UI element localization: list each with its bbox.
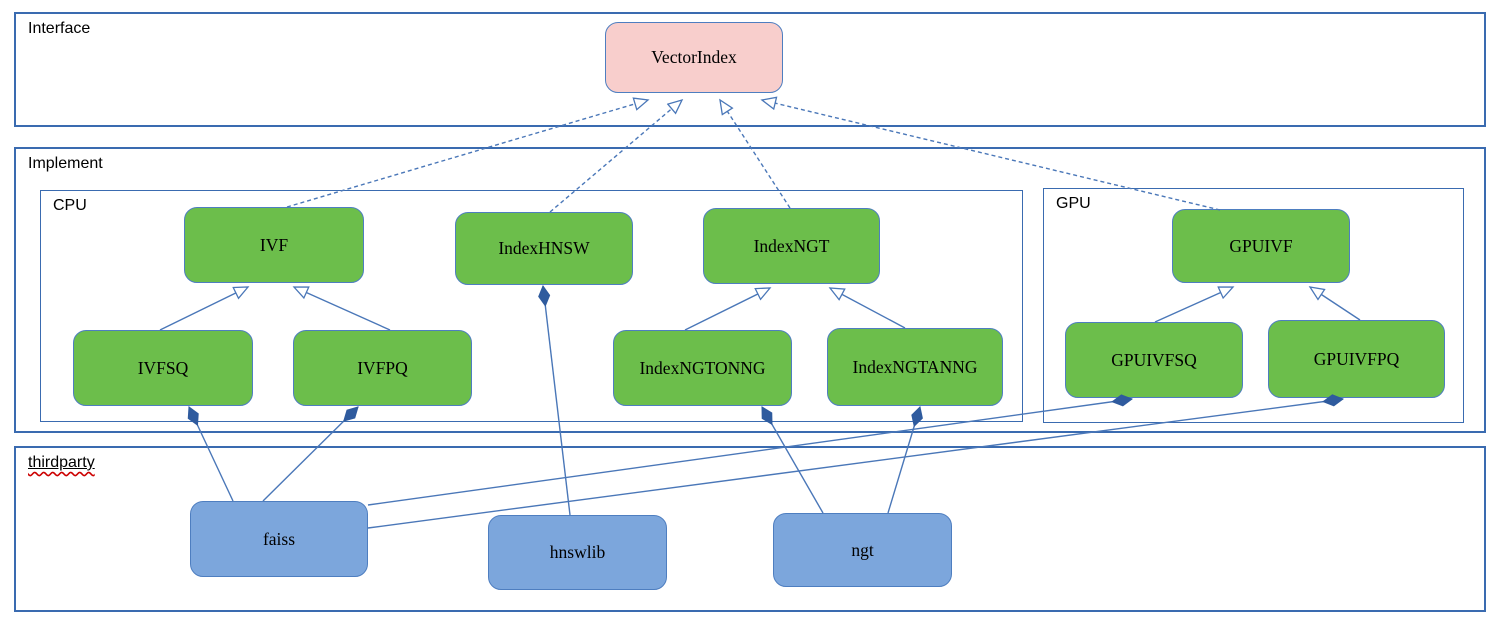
node-hnswlib[interactable]: hnswlib	[488, 515, 667, 590]
node-indexhnsw-label: IndexHNSW	[498, 238, 590, 258]
node-faiss-label: faiss	[262, 528, 296, 549]
node-ivf-label: IVF	[259, 234, 289, 255]
node-hnswlib-label: hnswlib	[549, 542, 606, 562]
node-ivfsq[interactable]: IVFSQ	[73, 330, 253, 406]
node-faiss[interactable]: faiss	[190, 501, 368, 577]
node-ivfsq-label: IVFSQ	[137, 357, 189, 378]
node-vectorindex[interactable]: VectorIndex	[605, 22, 783, 93]
node-indexngtonng[interactable]: IndexNGTONNG	[613, 330, 792, 406]
node-gpuivf-label: GPUIVF	[1229, 235, 1293, 256]
node-gpuivfsq[interactable]: GPUIVFSQ	[1065, 322, 1243, 398]
node-gpuivfpq[interactable]: GPUIVFPQ	[1268, 320, 1445, 398]
node-indexngt[interactable]: IndexNGT	[703, 208, 880, 284]
container-thirdparty-label-text: thirdparty	[28, 454, 95, 471]
node-indexngtanng[interactable]: IndexNGTANNG	[827, 328, 1003, 406]
container-interface-label: Interface	[28, 20, 91, 37]
node-ngt[interactable]: ngt	[773, 513, 952, 587]
node-indexhnsw[interactable]: IndexHNSW	[455, 212, 633, 285]
node-gpuivfsq-label: GPUIVFSQ	[1111, 349, 1197, 370]
node-gpuivfpq-label: GPUIVFPQ	[1313, 348, 1400, 369]
container-gpu-label: GPU	[1056, 195, 1091, 212]
node-gpuivf[interactable]: GPUIVF	[1172, 209, 1350, 283]
node-ivfpq[interactable]: IVFPQ	[293, 330, 472, 406]
container-cpu-label: CPU	[53, 197, 87, 214]
node-ngt-label: ngt	[851, 539, 874, 560]
node-ivf[interactable]: IVF	[184, 207, 364, 283]
container-thirdparty-label: thirdparty	[28, 454, 95, 472]
container-implement-label: Implement	[28, 155, 103, 172]
node-indexngtonng-label: IndexNGTONNG	[639, 357, 766, 378]
node-indexngt-label: IndexNGT	[753, 235, 830, 256]
node-vectorindex-label: VectorIndex	[651, 47, 737, 67]
node-indexngtanng-label: IndexNGTANNG	[852, 356, 978, 377]
node-ivfpq-label: IVFPQ	[357, 357, 408, 378]
